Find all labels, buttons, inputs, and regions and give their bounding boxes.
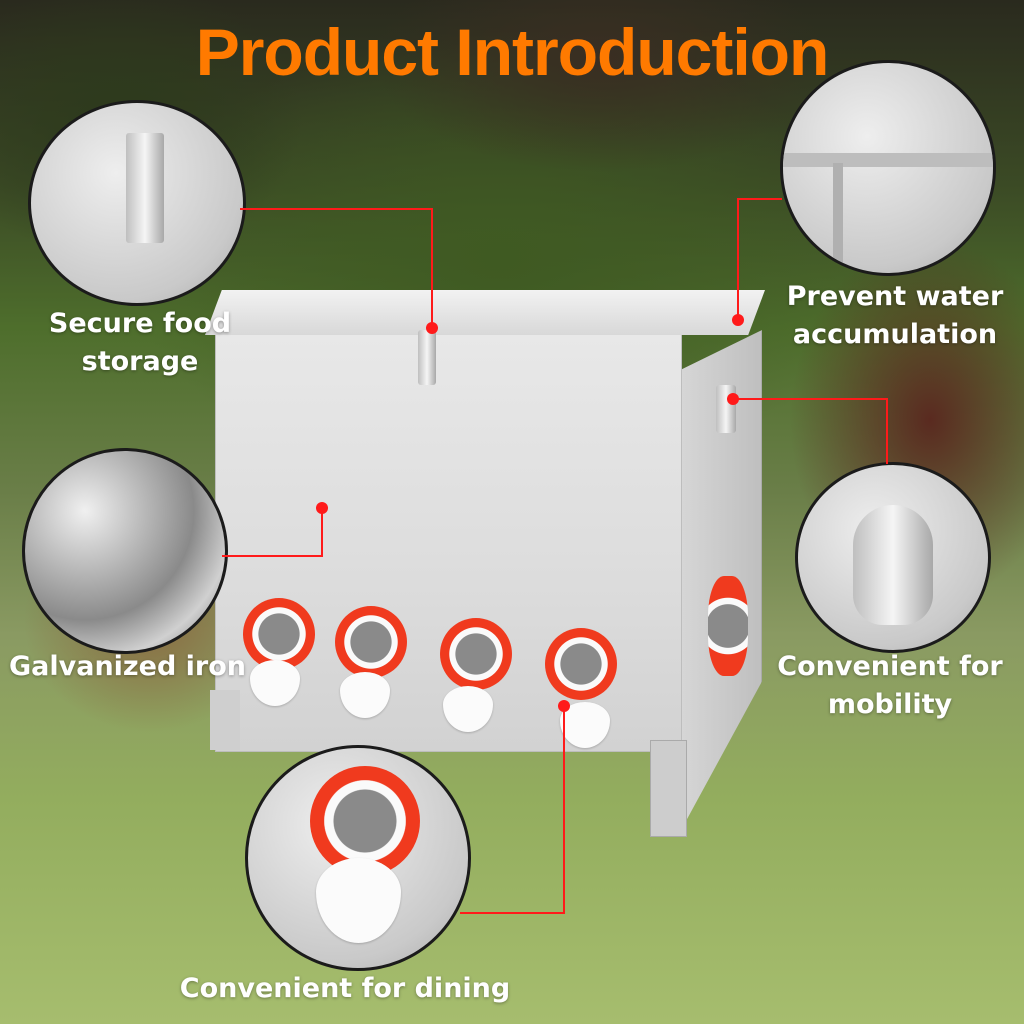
lid-edge-icon — [783, 153, 993, 167]
label-line: Prevent water — [786, 281, 1004, 312]
latch-icon — [126, 133, 164, 243]
callout-line-handle-h — [733, 398, 888, 400]
label-line: Convenient for dining — [179, 973, 511, 1004]
label-line: mobility — [827, 689, 953, 720]
feature-label-water: Prevent water accumulation — [770, 278, 1020, 354]
callout-line-latch-h — [240, 208, 432, 210]
closeup-galvanized-circle — [22, 448, 228, 654]
port-flap-2 — [340, 672, 390, 718]
feature-label-galvanized: Galvanized iron — [0, 648, 255, 686]
closeup-lid-edge-circle — [780, 60, 996, 276]
label-line: accumulation — [792, 319, 998, 350]
callout-line-lid-v — [737, 198, 739, 318]
callout-line-port-v — [563, 706, 565, 914]
label-line: Secure food — [48, 308, 232, 339]
feature-label-dining: Convenient for dining — [160, 970, 530, 1008]
flap-closeup-icon — [316, 858, 401, 943]
page-title: Product Introduction — [195, 15, 830, 89]
lid-corner-icon — [833, 163, 843, 273]
feature-label-secure-storage: Secure food storage — [20, 305, 260, 381]
closeup-latch-circle — [28, 100, 246, 306]
port-flap-3 — [443, 686, 493, 732]
feeding-port-1 — [243, 598, 315, 670]
port-closeup-icon — [310, 766, 420, 876]
port-flap-1 — [250, 660, 300, 706]
feature-label-mobility: Convenient for mobility — [765, 648, 1015, 724]
side-feeding-port — [708, 576, 748, 676]
callout-dot-port — [558, 700, 570, 712]
callout-line-handle-v — [886, 398, 888, 464]
feeding-port-3 — [440, 618, 512, 690]
callout-line-iron-h — [222, 555, 323, 557]
closeup-handle-circle — [795, 462, 991, 653]
callout-line-lid-h — [737, 198, 782, 200]
label-line: Galvanized iron — [8, 651, 247, 682]
label-line: Convenient for — [777, 651, 1003, 682]
closeup-feeding-port-circle — [245, 745, 471, 971]
callout-line-port-h — [460, 912, 565, 914]
callout-dot-latch — [426, 322, 438, 334]
callout-dot-handle — [727, 393, 739, 405]
handle-icon — [853, 505, 933, 625]
feeder-leg-right — [650, 740, 687, 837]
callout-line-iron-v — [321, 508, 323, 557]
callout-dot-lid — [732, 314, 744, 326]
lid-latch-icon — [418, 330, 436, 385]
feeding-port-2 — [335, 606, 407, 678]
callout-line-latch-v — [431, 208, 433, 328]
feeding-port-4 — [545, 628, 617, 700]
label-line: storage — [81, 346, 199, 377]
callout-dot-iron — [316, 502, 328, 514]
feeder-lid — [205, 290, 765, 335]
feeder-leg-left — [210, 690, 240, 750]
